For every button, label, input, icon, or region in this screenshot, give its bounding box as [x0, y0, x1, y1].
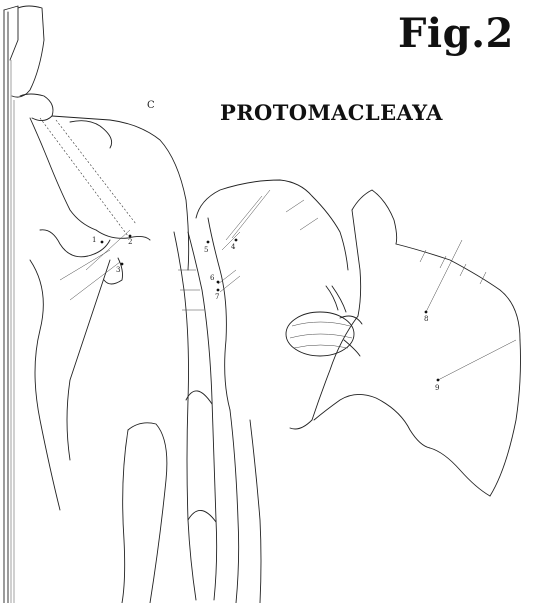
left-sclerite: [30, 230, 130, 510]
median-shaft: [174, 232, 217, 600]
label-2: 2: [128, 238, 132, 246]
left-margin-strokes: [4, 6, 18, 603]
ovoid-appendage: [286, 286, 362, 356]
scape-structure: [12, 6, 189, 270]
figure-title: Fig.2: [398, 10, 514, 57]
species-name: PROTOMACLEAYA: [220, 100, 443, 125]
label-9: 9: [435, 384, 439, 392]
label-8: 8: [424, 315, 428, 323]
panel-letter: C: [147, 100, 155, 111]
right-flap: [290, 190, 521, 496]
label-4: 4: [231, 243, 235, 251]
lower-protrusion: [122, 410, 261, 603]
label-6: 6: [210, 274, 214, 282]
label-3: 3: [116, 266, 120, 274]
label-7: 7: [215, 293, 219, 301]
label-5: 5: [204, 246, 208, 254]
label-markers: [101, 235, 440, 382]
label-1: 1: [92, 236, 96, 244]
